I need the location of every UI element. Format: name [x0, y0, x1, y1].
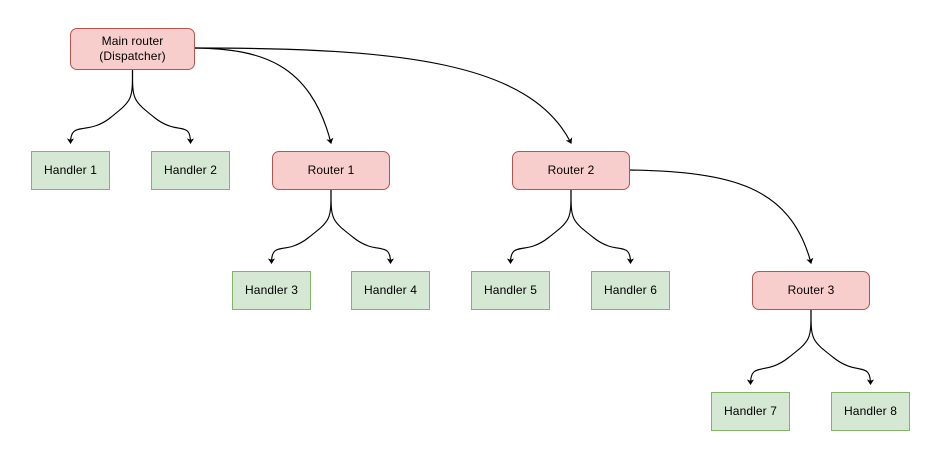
node-handler-7[interactable]: Handler 7: [711, 392, 790, 431]
node-handler-2[interactable]: Handler 2: [151, 151, 230, 190]
edge-main-to-router-1: [194, 47, 334, 144]
edge-router-2-to-handler-5: [506, 189, 572, 264]
node-label: Handler 1: [44, 163, 97, 177]
node-router-1[interactable]: Router 1: [272, 151, 390, 190]
node-label: Handler 2: [164, 163, 217, 177]
edge-router-2-to-handler-6: [570, 189, 635, 265]
edge-router-1-to-handler-4: [330, 189, 395, 265]
node-label: Handler 4: [364, 283, 417, 297]
node-label: Handler 3: [245, 283, 298, 297]
node-handler-4[interactable]: Handler 4: [351, 271, 430, 310]
node-handler-5[interactable]: Handler 5: [471, 271, 550, 310]
node-label: Handler 7: [724, 404, 777, 418]
edge-router-1-to-handler-3: [267, 189, 332, 265]
node-handler-3[interactable]: Handler 3: [232, 271, 311, 310]
node-label: Handler 6: [604, 283, 657, 297]
node-router-3[interactable]: Router 3: [752, 271, 870, 310]
node-handler-6[interactable]: Handler 6: [591, 271, 670, 310]
node-handler-8[interactable]: Handler 8: [831, 392, 910, 431]
node-label: Router 1: [307, 163, 355, 177]
node-main-router[interactable]: Main router (Dispatcher): [70, 28, 195, 70]
node-label: Handler 8: [844, 404, 897, 418]
node-label: Main router (Dispatcher): [99, 34, 166, 63]
edge-main-to-handler-2: [131, 69, 195, 145]
edge-router-3-to-handler-8: [810, 309, 875, 386]
node-handler-1[interactable]: Handler 1: [31, 151, 110, 190]
edge-router-2-to-router-3: [629, 169, 814, 264]
edge-router-3-to-handler-7: [746, 309, 812, 385]
node-label: Handler 5: [484, 283, 537, 297]
node-label: Router 3: [787, 283, 835, 297]
edge-main-to-router-2: [194, 47, 573, 144]
edge-main-to-handler-1: [66, 69, 134, 144]
node-router-2[interactable]: Router 2: [512, 151, 630, 190]
node-label: Router 2: [547, 163, 595, 177]
